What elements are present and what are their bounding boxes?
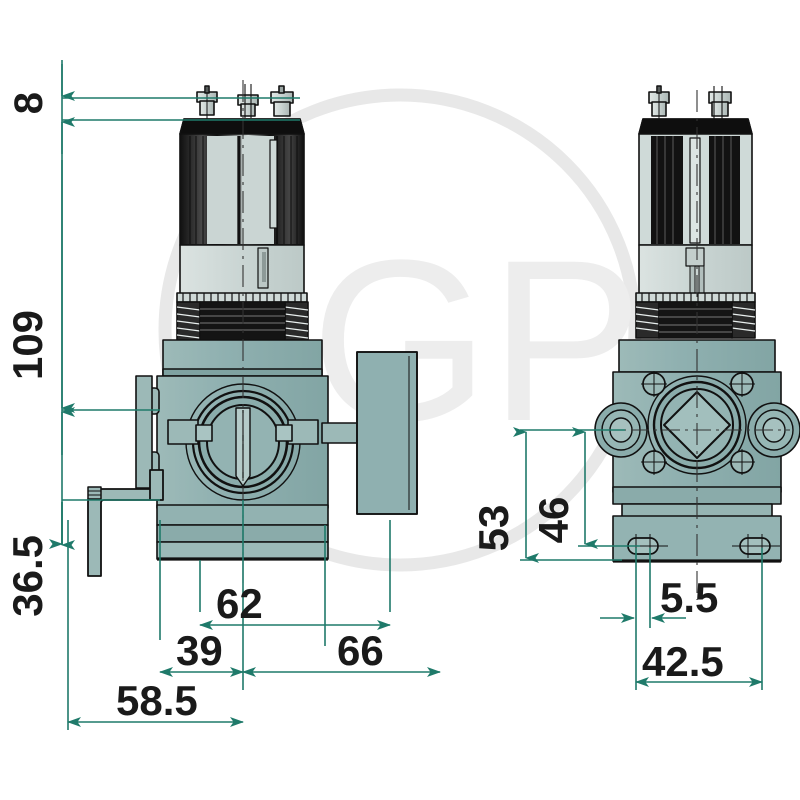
dim-label-109: 109 bbox=[4, 310, 51, 380]
dim-label-39: 39 bbox=[176, 627, 223, 674]
dim-label-58-5: 58.5 bbox=[116, 677, 198, 724]
front-dimension-lines bbox=[49, 60, 441, 730]
side-bolt-holes bbox=[641, 371, 755, 475]
side-top-screws bbox=[648, 85, 732, 120]
side-ports bbox=[594, 402, 800, 458]
front-lug-right bbox=[287, 419, 319, 445]
dim-label-53: 53 bbox=[470, 505, 517, 552]
front-lug-left bbox=[167, 419, 199, 445]
dim-label-46: 46 bbox=[530, 497, 577, 544]
front-top-screws bbox=[196, 84, 294, 120]
dimension-labels: 8 109 36.5 62 39 66 58.5 53 46 5.5 42.5 bbox=[4, 92, 724, 724]
dim-label-5-5: 5.5 bbox=[660, 574, 718, 621]
side-neck-band bbox=[635, 292, 756, 303]
front-shaft-stub bbox=[321, 422, 361, 444]
front-bracket bbox=[87, 469, 164, 577]
dim-label-42-5: 42.5 bbox=[642, 638, 724, 685]
front-square-knob bbox=[356, 351, 418, 515]
side-dimension-lines bbox=[513, 427, 763, 690]
side-view-body bbox=[594, 85, 800, 600]
dim-label-36-5: 36.5 bbox=[4, 535, 51, 617]
side-threaded-posts bbox=[635, 301, 756, 339]
dim-label-8: 8 bbox=[7, 92, 51, 114]
dim-label-62: 62 bbox=[216, 580, 263, 627]
front-collar bbox=[179, 244, 305, 296]
front-side-plate bbox=[135, 375, 153, 489]
dim-label-66: 66 bbox=[337, 627, 384, 674]
